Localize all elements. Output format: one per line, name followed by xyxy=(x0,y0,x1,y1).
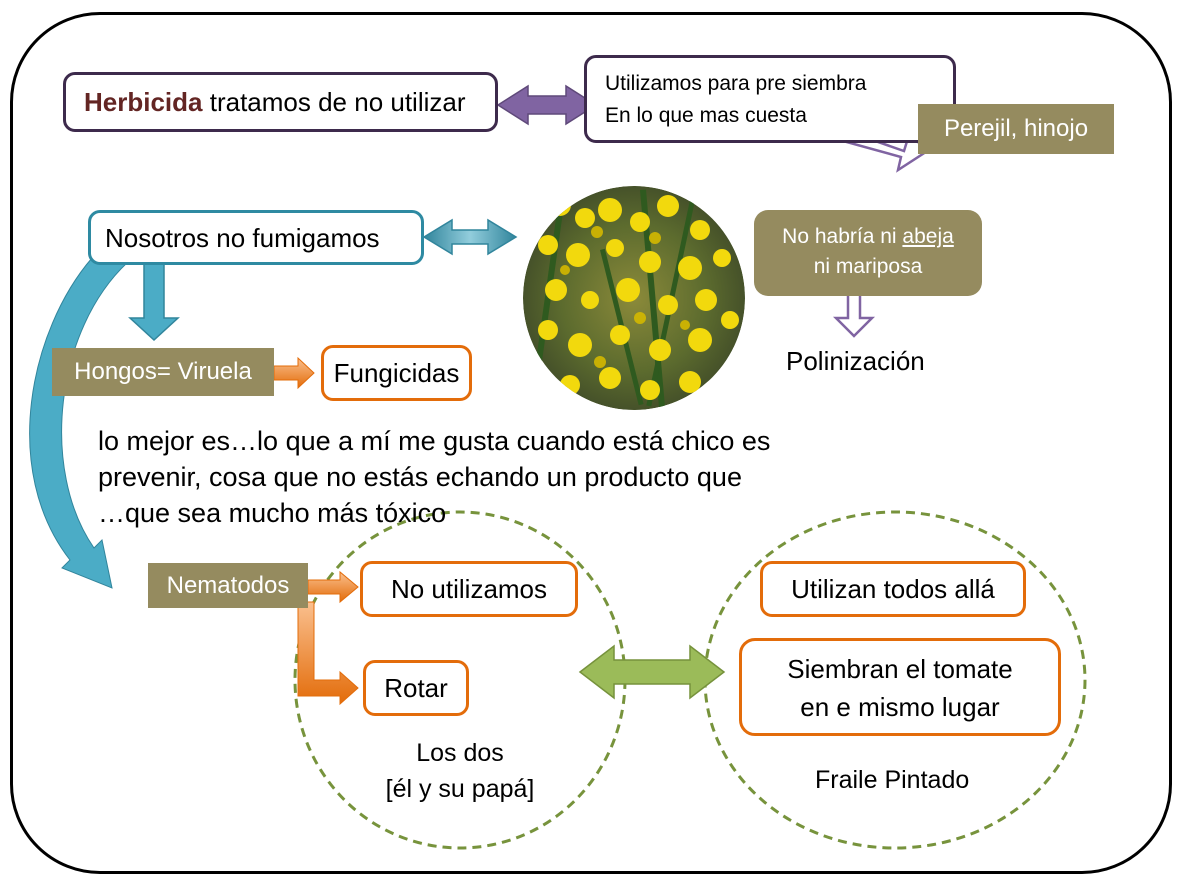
pre-siembra-box: Utilizamos para pre siembra En lo que ma… xyxy=(584,55,956,143)
perejil-label-box: Perejil, hinojo xyxy=(918,104,1114,154)
quote-line1: lo mejor es…lo que a mí me gusta cuando … xyxy=(98,426,771,456)
fumigamos-double-arrow xyxy=(422,218,518,256)
rotar-box: Rotar xyxy=(363,660,469,716)
rotar-label: Rotar xyxy=(384,673,448,703)
no-utilizamos-box: No utilizamos xyxy=(360,561,578,617)
abeja-pre: No habría ni xyxy=(782,225,903,248)
pre-siembra-line2: En lo que mas cuesta xyxy=(605,104,807,127)
herbicida-box: Herbicida tratamos de no utilizar xyxy=(63,72,498,132)
los-dos-line2: [él y su papá] xyxy=(385,775,535,803)
utilizan-label: Utilizan todos allá xyxy=(791,574,995,604)
herbicida-text: tratamos de no utilizar xyxy=(202,87,466,117)
hongos-label: Hongos= Viruela xyxy=(74,358,252,385)
fraile-pintado-label: Fraile Pintado xyxy=(815,766,970,794)
siembran-line1: Siembran el tomate xyxy=(787,654,1013,684)
polinizacion-label: Polinización xyxy=(786,346,925,376)
no-utilizamos-arrow xyxy=(307,570,359,604)
fungicidas-label: Fungicidas xyxy=(333,358,460,388)
fungicidas-box: Fungicidas xyxy=(321,345,472,401)
fungicidas-arrow xyxy=(273,356,315,390)
hongos-down-arrow xyxy=(128,259,180,342)
utilizan-box: Utilizan todos allá xyxy=(760,561,1026,617)
herbicida-label: Herbicida xyxy=(84,87,203,117)
perejil-label: Perejil, hinojo xyxy=(943,115,1089,142)
rotar-arrow xyxy=(297,601,359,706)
nematodos-box: Nematodos xyxy=(148,563,308,608)
outer-frame xyxy=(10,12,1172,874)
los-dos-line1: Los dos xyxy=(416,739,504,767)
siembran-box: Siembran el tomate en e mismo lugar xyxy=(739,638,1061,736)
abeja-line2: ni mariposa xyxy=(813,255,923,278)
quote-line3: …que sea mucho más tóxico xyxy=(98,498,447,528)
circles-double-arrow xyxy=(578,644,726,700)
fumigamos-box: Nosotros no fumigamos xyxy=(88,210,424,265)
nematodos-label: Nematodos xyxy=(166,572,290,599)
abeja-underlined: abeja xyxy=(902,225,954,248)
no-utilizamos-label: No utilizamos xyxy=(390,574,548,604)
herbicida-double-arrow xyxy=(496,84,598,126)
hongos-box: Hongos= Viruela xyxy=(52,348,274,396)
nematodos-curved-arrow xyxy=(29,257,130,589)
rapeseed-flower-image xyxy=(523,186,745,410)
fumigamos-label: Nosotros no fumigamos xyxy=(105,223,380,253)
abeja-box: No habría ni abeja ni mariposa xyxy=(754,210,982,296)
pre-siembra-line1: Utilizamos para pre siembra xyxy=(605,72,867,95)
quote-line2: prevenir, cosa que no estás echando un p… xyxy=(98,462,742,492)
quote-text: lo mejor es…lo que a mí me gusta cuando … xyxy=(98,423,770,531)
siembran-line2: en e mismo lugar xyxy=(800,692,1000,722)
los-dos-label: Los dos [él y su papá] xyxy=(355,735,565,807)
